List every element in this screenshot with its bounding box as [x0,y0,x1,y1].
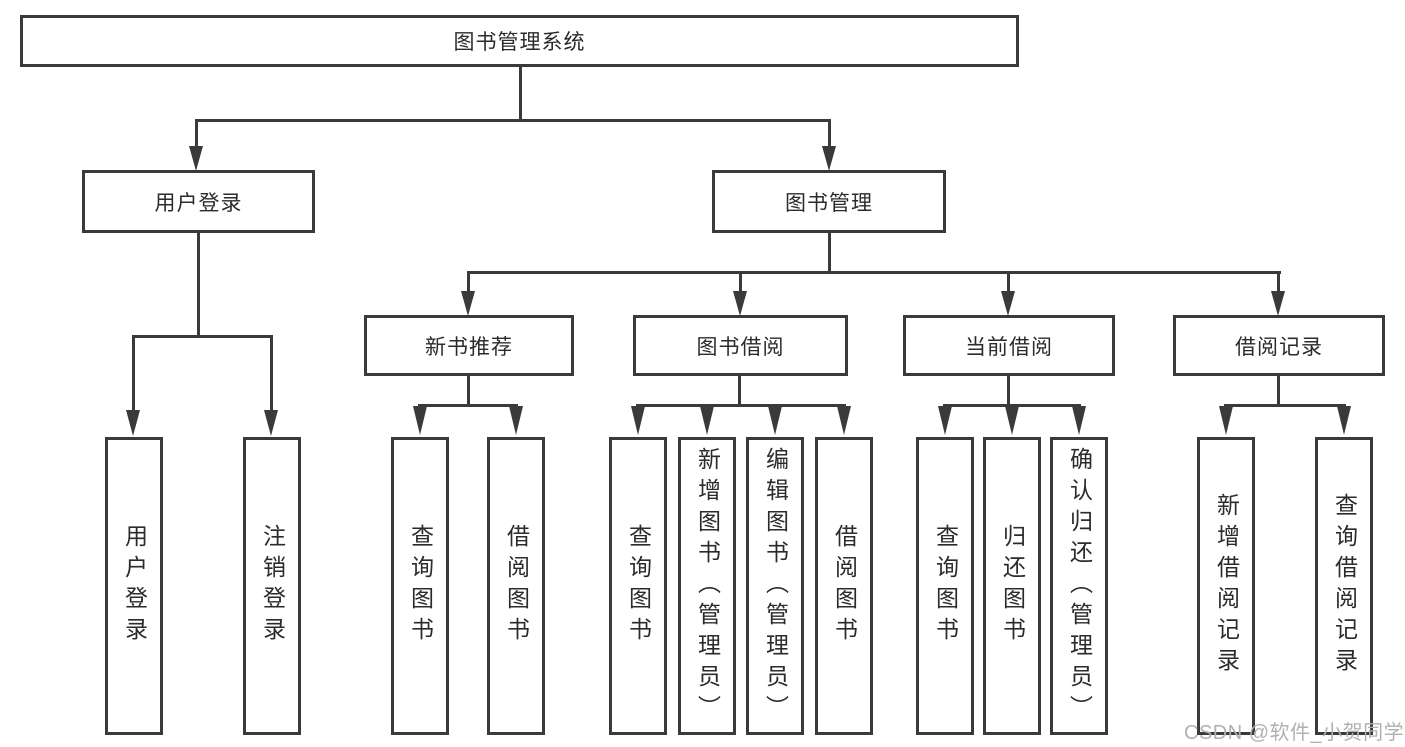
connector-drop-book-management [828,119,831,148]
arrow-down-icon [264,410,278,436]
connector-drop-user-login [195,119,198,148]
arrow-down-icon [1005,406,1019,435]
arrow-down-icon [768,406,782,435]
csdn-watermark: CSDN @软件_小贺同学 [1184,722,1405,744]
leaf-recommend-search-books: 查询图书 [391,437,449,735]
leaf-add-book-admin: 新增图书（管理员） [678,437,736,735]
leaf-borrowing-search-books: 查询图书 [609,437,667,735]
leaf-query-borrow-record: 查询借阅记录 [1315,437,1373,735]
connector-user-login-bus [132,335,273,338]
leaf-logout: 注销登录 [243,437,301,735]
arrow-down-icon [461,291,475,316]
arrow-down-icon [822,146,836,171]
connector-drop-level3 [1277,271,1280,293]
connector-drop-level3 [739,271,742,293]
arrow-down-icon [700,406,714,435]
connector-recommend-bus [418,404,518,407]
connector-current-stem [1007,376,1010,406]
connector-recommend-stem [467,376,470,406]
connector-borrowing-stem [738,376,741,406]
arrow-down-icon [413,406,427,435]
leaf-add-borrow-record: 新增借阅记录 [1197,437,1255,735]
leaf-current-search-books: 查询图书 [916,437,974,735]
arrow-down-icon [1337,406,1351,435]
arrow-down-icon [1271,291,1285,316]
connector-root-bus [195,119,831,122]
leaf-borrow-books: 借阅图书 [815,437,873,735]
arrow-down-icon [938,406,952,435]
arrow-down-icon [189,146,203,171]
node-book-management: 图书管理 [712,170,946,233]
node-user-login: 用户登录 [82,170,315,233]
connector-root-stem [519,67,522,120]
node-borrowing-records: 借阅记录 [1173,315,1385,376]
node-book-borrowing: 图书借阅 [633,315,848,376]
connector-current-bus [943,404,1081,407]
node-current-borrowing: 当前借阅 [903,315,1115,376]
arrow-down-icon [509,406,523,435]
arrow-down-icon [733,291,747,316]
connector-records-stem [1277,376,1280,406]
arrow-down-icon [126,410,140,436]
arrow-down-icon [1001,291,1015,316]
node-root: 图书管理系统 [20,15,1019,67]
connector-user-login-stem [197,233,200,337]
leaf-recommend-borrow-books: 借阅图书 [487,437,545,735]
arrow-down-icon [1219,406,1233,435]
leaf-confirm-return-admin: 确认归还（管理员） [1050,437,1108,735]
leaf-user-login: 用户登录 [105,437,163,735]
leaf-return-books: 归还图书 [983,437,1041,735]
node-new-book-recommend: 新书推荐 [364,315,574,376]
connector-drop-level3 [467,271,470,293]
arrow-down-icon [631,406,645,435]
connector-borrowing-bus [636,404,846,407]
connector-book-mgmt-stem [828,233,831,273]
connector-drop-leaf [132,335,135,412]
connector-drop-leaf [270,335,273,412]
leaf-edit-book-admin: 编辑图书（管理员） [746,437,804,735]
connector-records-bus [1224,404,1346,407]
arrow-down-icon [1072,406,1086,435]
connector-drop-level3 [1007,271,1010,293]
arrow-down-icon [837,406,851,435]
connector-book-mgmt-bus [467,271,1281,274]
